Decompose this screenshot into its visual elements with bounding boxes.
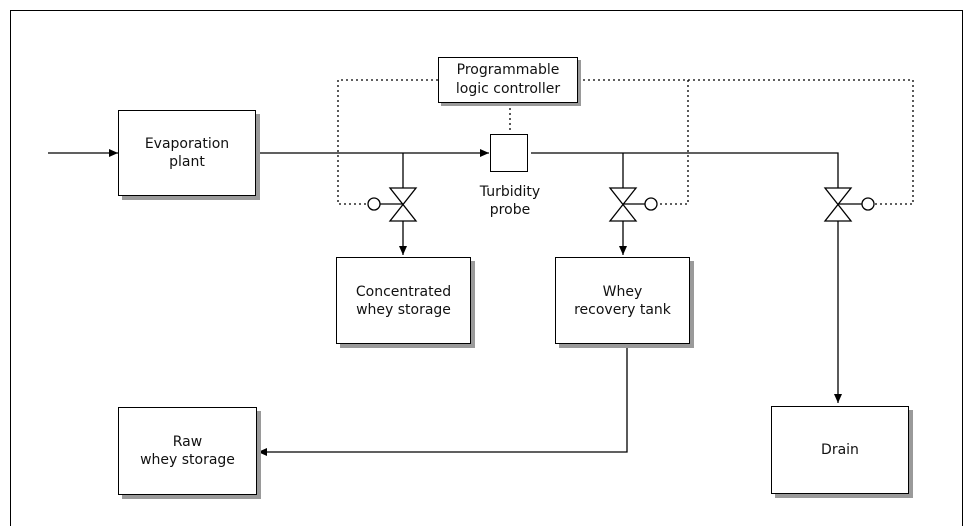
whey-recovery-tank-box: Whey recovery tank [555,257,690,344]
valve-1-icon [367,187,418,222]
whey-recovery-line2: recovery tank [574,301,671,318]
raw-whey-storage-box: Raw whey storage [118,407,257,495]
concentrated-whey-storage-box: Concentrated whey storage [336,257,471,344]
plc-box: Programmable logic controller [438,57,578,103]
concentrated-storage-line2: whey storage [356,301,451,318]
raw-whey-storage-line1: Raw [172,434,203,450]
turbidity-probe-line1: Turbidity [479,184,541,200]
concentrated-storage-line1: Concentrated [355,283,452,300]
turbidity-probe-line2: probe [489,202,531,218]
evaporation-plant-box: Evaporation plant [118,110,256,196]
drain-box: Drain [771,406,909,494]
whey-recovery-line1: Whey [602,283,643,300]
turbidity-probe-label: Turbidity probe [468,183,552,219]
turbidity-probe-icon [490,134,528,172]
raw-whey-storage-line2: whey storage [140,452,235,468]
main-line-to-drain [531,152,839,188]
plc-label-line2: logic controller [455,81,561,97]
evaporation-plant-line1: Evaporation [144,136,230,152]
control-signal-lines [337,79,914,205]
recovery-to-raw-arrow [258,347,628,456]
evaporation-plant-line2: plant [169,154,205,170]
valve-2-icon [608,187,658,222]
drain-label: Drain [821,442,859,458]
valve-3-icon [823,187,875,222]
figure-frame [10,10,963,526]
plc-label-line1: Programmable [456,62,560,78]
